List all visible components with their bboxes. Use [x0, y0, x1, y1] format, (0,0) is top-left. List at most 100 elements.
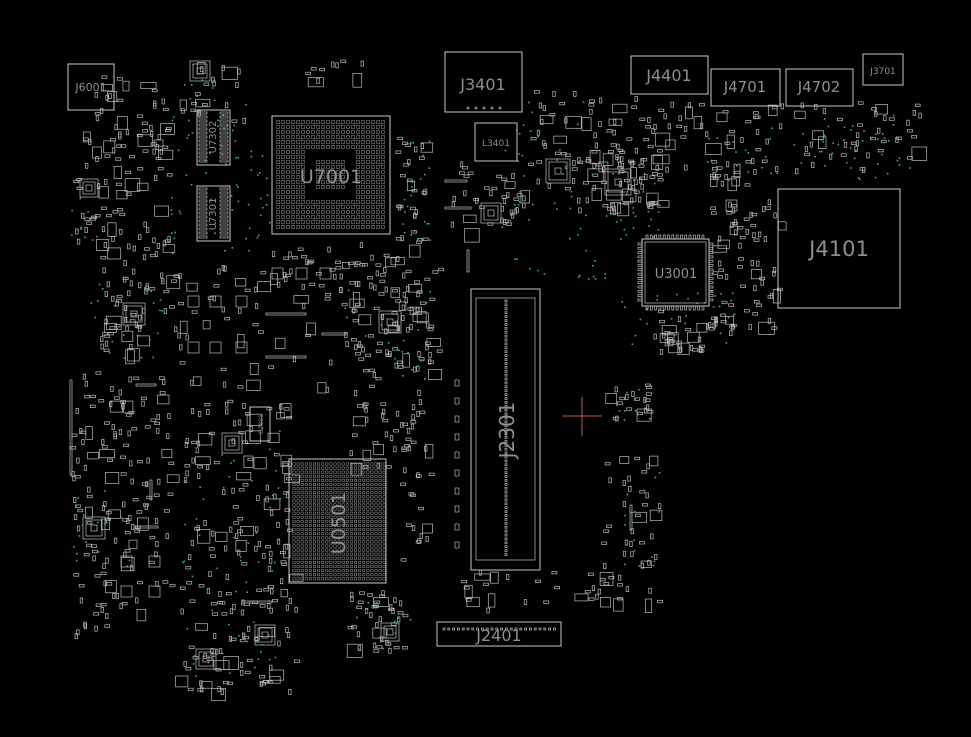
bga-ball	[345, 474, 349, 478]
bga-ball	[333, 544, 337, 548]
bga-ball	[366, 503, 370, 507]
via	[650, 218, 652, 221]
passive-pad	[101, 206, 107, 210]
bga-ball	[354, 577, 357, 581]
passive-pad	[907, 129, 913, 133]
qfn-center	[196, 67, 204, 75]
ic-pin	[701, 234, 705, 240]
component-u7301[interactable]: U7301	[196, 185, 231, 242]
via	[616, 404, 618, 406]
via	[104, 523, 106, 525]
bga-ball	[276, 220, 280, 224]
component-j2301[interactable]: J2301	[454, 288, 541, 571]
passive-pad	[687, 102, 692, 109]
vias	[71, 63, 911, 677]
component-j4702[interactable]: J4702	[785, 68, 854, 107]
passive-pad	[254, 545, 258, 552]
passive-pad	[130, 478, 134, 485]
passive-pad	[410, 493, 416, 497]
component-j4701[interactable]: J4701	[710, 68, 781, 107]
bga-ball	[304, 470, 308, 474]
connector-pin	[454, 487, 460, 495]
bga-ball	[337, 503, 341, 507]
component-j4401[interactable]: J4401	[630, 55, 709, 95]
passive-pad	[463, 174, 470, 178]
bga-ball	[313, 565, 316, 568]
bga-ball	[337, 577, 341, 581]
passive-pad	[136, 325, 143, 329]
bga-ball	[381, 205, 385, 209]
connector-pin	[504, 354, 508, 357]
passive-pad	[362, 402, 369, 406]
passive-pad	[543, 143, 547, 149]
passive-pad	[640, 183, 644, 190]
passive-pad	[183, 660, 187, 667]
via	[157, 332, 159, 335]
passive-pad	[397, 136, 404, 141]
passive-pad	[163, 308, 167, 314]
bga-ball	[382, 478, 386, 482]
ic-pin	[708, 242, 714, 246]
bga-ball	[351, 205, 355, 209]
bga-ball	[382, 503, 386, 507]
bga-ball	[381, 140, 385, 144]
bga-ball	[341, 125, 345, 129]
component-j2401[interactable]: J2401	[436, 621, 562, 647]
passive-pad	[125, 413, 132, 417]
bga-ball	[362, 544, 366, 548]
passive-pad	[263, 588, 270, 592]
component-u7302[interactable]: U7302	[196, 109, 231, 166]
via	[543, 273, 546, 275]
component-u7001[interactable]: U7001	[271, 115, 391, 235]
bga-ball	[308, 519, 312, 523]
ic-pin	[692, 305, 696, 311]
via	[222, 486, 225, 489]
passive-pad	[349, 281, 356, 285]
bga-ball	[378, 478, 382, 482]
passive-pad	[191, 101, 198, 106]
bga-ball	[331, 170, 335, 174]
via	[858, 178, 861, 180]
bga-ball	[336, 145, 340, 149]
passive-pad	[697, 336, 702, 343]
component-l3401[interactable]: L3401	[474, 122, 518, 162]
passive-pad	[105, 472, 120, 484]
bga-ball	[361, 120, 365, 124]
component-j4101[interactable]: J4101	[777, 188, 901, 309]
bga-ball	[276, 135, 280, 139]
passive-pad	[217, 686, 221, 692]
ic-pin	[198, 119, 208, 123]
via	[559, 149, 561, 151]
passive-pad	[87, 452, 100, 460]
component-u0501[interactable]: U0501	[288, 458, 387, 584]
passive-pad	[619, 456, 630, 464]
component-j6001[interactable]: J6001	[67, 63, 115, 111]
ic-pin	[198, 235, 208, 239]
passive-pad	[83, 621, 87, 628]
bga-ball	[331, 135, 335, 139]
passive-pad	[329, 268, 336, 272]
passive-pad	[759, 276, 765, 281]
passive-pad	[100, 607, 104, 613]
bga-ball	[336, 120, 340, 124]
passive-pad	[652, 154, 670, 165]
via	[877, 163, 879, 165]
passive-pad	[308, 259, 315, 264]
passive-pad	[616, 143, 620, 150]
passive-pad	[491, 186, 498, 191]
bga-ball	[362, 511, 366, 515]
bga-ball	[301, 190, 305, 194]
bga-ball	[336, 205, 340, 209]
bga-ball	[300, 573, 304, 577]
component-j3401[interactable]: J3401	[444, 51, 523, 113]
component-j3701[interactable]: J3701	[862, 53, 904, 86]
passive-pad	[644, 598, 653, 613]
component-u3001[interactable]: U3001	[637, 234, 714, 311]
passive-pad	[743, 217, 750, 221]
passive-pad	[190, 408, 195, 415]
bga-ball	[321, 511, 325, 515]
component-u2801[interactable]: U2801	[249, 406, 271, 442]
via	[138, 335, 141, 337]
bga-ball	[336, 215, 340, 219]
